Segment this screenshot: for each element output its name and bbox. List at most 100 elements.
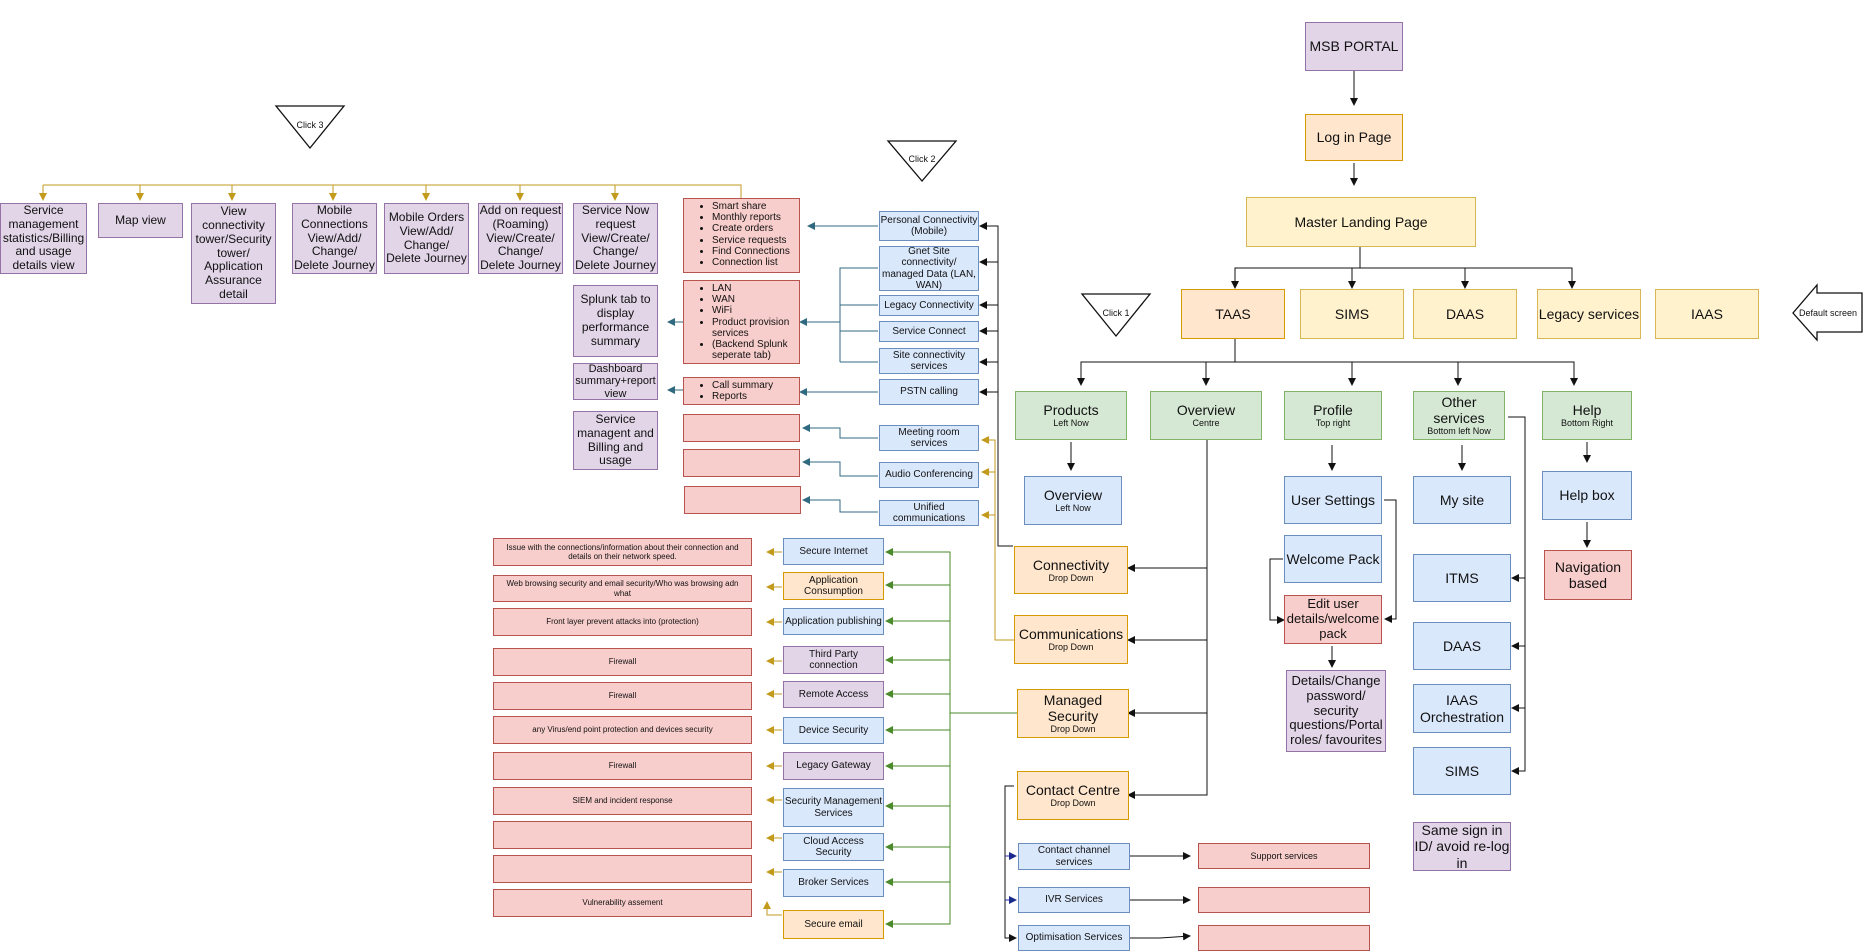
optimisation-detail-node[interactable] (1198, 925, 1370, 951)
personal-connectivity-node[interactable]: Personal Connectivity (Mobile) (879, 211, 979, 241)
security-service-node[interactable]: Third Party connection (783, 646, 884, 674)
click3-item-2[interactable]: Map view (98, 203, 183, 238)
support-services-node[interactable]: Support services (1198, 843, 1370, 869)
pstn-calling-node[interactable]: PSTN calling (879, 379, 979, 405)
optimisation-services-node[interactable]: Optimisation Services (1018, 925, 1130, 951)
security-service-node[interactable]: Application publishing (783, 608, 884, 635)
security-service-node[interactable]: Secure Internet (783, 538, 884, 565)
security-description-node[interactable]: Firewall (493, 752, 752, 780)
audio-conferencing-node[interactable]: Audio Conferencing (879, 462, 979, 488)
network-feature-item: WAN (712, 294, 799, 305)
ivr-services-node[interactable]: IVR Services (1018, 887, 1130, 913)
profile-node[interactable]: Profile Top right (1284, 391, 1382, 440)
details-change-node[interactable]: Details/Change password/ security questi… (1286, 670, 1386, 752)
navigation-based-node[interactable]: Navigation based (1544, 550, 1632, 600)
security-connectors (885, 548, 1017, 928)
gnet-site-node[interactable]: Gnet Site connectivity/ managed Data (LA… (879, 246, 979, 291)
contact-centre-connectors (1005, 852, 1017, 904)
service-connect-node[interactable]: Service Connect (879, 321, 979, 342)
iaas-top-node[interactable]: IAAS (1655, 289, 1759, 339)
unified-comm-detail[interactable] (684, 486, 801, 514)
click1-triangle (1080, 293, 1152, 338)
click3-item-7[interactable]: Service Now request View/Create/ Change/… (573, 203, 658, 274)
products-title: Products (1043, 402, 1099, 419)
click3-item-6[interactable]: Add on request (Roaming) View/Create/ Ch… (478, 203, 563, 274)
overview-centre-node[interactable]: Overview Centre (1150, 391, 1262, 440)
security-description-node[interactable]: Front layer prevent attacks into (protec… (493, 608, 752, 636)
security-service-node[interactable]: Broker Services (783, 869, 884, 897)
audio-conferencing-detail[interactable] (683, 449, 800, 477)
profile-sub: Top right (1315, 418, 1351, 429)
user-settings-node[interactable]: User Settings (1284, 476, 1382, 524)
click3-item-3[interactable]: View connectivity tower/Security tower/ … (191, 203, 276, 304)
my-site-node[interactable]: My site (1413, 476, 1511, 524)
msb-portal-node[interactable]: MSB PORTAL (1305, 22, 1403, 71)
iaas-orchestration-node[interactable]: IAAS Orchestration (1413, 684, 1511, 733)
contact-channel-node[interactable]: Contact channel services (1018, 843, 1130, 870)
meeting-room-detail[interactable] (683, 414, 800, 442)
help-box-node[interactable]: Help box (1542, 471, 1632, 520)
teal-connectors (667, 222, 878, 513)
sims-top-node[interactable]: SIMS (1300, 289, 1404, 339)
products-node[interactable]: Products Left Now (1015, 391, 1127, 440)
security-service-node[interactable]: Application Consumption (783, 572, 884, 600)
security-description-node[interactable] (493, 855, 752, 883)
click3-item-4[interactable]: Mobile Connections View/Add/ Change/ Del… (292, 203, 377, 274)
unified-communications-node[interactable]: Unified communications (879, 500, 979, 526)
overview-centre-sub: Centre (1192, 418, 1220, 429)
login-page-node[interactable]: Log in Page (1305, 114, 1403, 161)
products-sub: Left Now (1053, 418, 1089, 429)
security-service-node[interactable]: Security Management Services (783, 788, 884, 827)
communications-node[interactable]: Communications Drop Down (1014, 615, 1128, 664)
security-description-node[interactable] (493, 821, 752, 849)
dashboard-summary-node[interactable]: Dashboard summary+report view (573, 363, 658, 400)
connectivity-node[interactable]: Connectivity Drop Down (1014, 546, 1128, 594)
legacy-connectivity-node[interactable]: Legacy Connectivity (879, 295, 979, 316)
security-service-node[interactable]: Cloud Access Security (783, 833, 884, 861)
security-description-node[interactable]: Vulnerability assement (493, 889, 752, 917)
click1-label[interactable]: Click 1 (1102, 308, 1130, 318)
main-flow-connectors (979, 70, 1591, 942)
contact-centre-node[interactable]: Contact Centre Drop Down (1017, 771, 1129, 820)
security-description-node[interactable]: SIEM and incident response (493, 787, 752, 815)
help-node[interactable]: Help Bottom Right (1542, 391, 1632, 440)
click3-item-5[interactable]: Mobile Orders View/Add/ Change/ Delete J… (384, 203, 469, 274)
master-landing-page-node[interactable]: Master Landing Page (1246, 197, 1476, 247)
service-billing-usage-node[interactable]: Service managent and Billing and usage (573, 411, 658, 470)
click3-label[interactable]: Click 3 (296, 120, 324, 130)
connectivity-features-list: Smart shareMonthly reportsCreate ordersS… (683, 198, 800, 273)
network-features-list: LANWANWiFiProduct provision services(Bac… (683, 280, 800, 364)
connectivity-feature-item: Connection list (712, 257, 790, 268)
security-desc-connectors (763, 548, 782, 916)
ivr-detail-node[interactable] (1198, 887, 1370, 913)
daas-other-node[interactable]: DAAS (1413, 622, 1511, 670)
itms-node[interactable]: ITMS (1413, 554, 1511, 602)
click2-label[interactable]: Click 2 (908, 154, 936, 164)
welcome-pack-node[interactable]: Welcome Pack (1284, 535, 1382, 583)
security-service-node[interactable]: Device Security (783, 717, 884, 744)
security-service-node[interactable]: Secure email (783, 910, 884, 939)
click3-item-1[interactable]: Service management statistics/Billing an… (0, 203, 87, 274)
security-description-node[interactable]: Firewall (493, 648, 752, 676)
default-screen-label[interactable]: Default screen (1798, 308, 1858, 318)
other-services-node[interactable]: Other services Bottom left Now (1413, 391, 1505, 440)
meeting-room-node[interactable]: Meeting room services (879, 425, 979, 451)
overview-left-node[interactable]: Overview Left Now (1024, 476, 1122, 525)
legacy-services-node[interactable]: Legacy services (1537, 289, 1641, 339)
splunk-tab-node[interactable]: Splunk tab to display performance summar… (573, 285, 658, 357)
security-description-node[interactable]: any Virus/end point protection and devic… (493, 716, 752, 744)
security-description-node[interactable]: Issue with the connections/information a… (493, 538, 752, 566)
same-sign-in-node[interactable]: Same sign in ID/ avoid re-log in (1413, 822, 1511, 871)
security-description-node[interactable]: Web browsing security and email security… (493, 575, 752, 602)
security-description-node[interactable]: Firewall (493, 682, 752, 710)
edit-user-details-node[interactable]: Edit user details/welcome pack (1284, 595, 1382, 644)
managed-security-node[interactable]: Managed Security Drop Down (1017, 689, 1129, 738)
overview-left-title: Overview (1043, 487, 1103, 504)
security-service-node[interactable]: Remote Access (783, 681, 884, 708)
communications-sub: Drop Down (1048, 642, 1094, 653)
daas-top-node[interactable]: DAAS (1413, 289, 1517, 339)
security-service-node[interactable]: Legacy Gateway (783, 752, 884, 780)
site-connectivity-node[interactable]: Site connectivity services (879, 348, 979, 374)
taas-node[interactable]: TAAS (1181, 289, 1285, 339)
sims-other-node[interactable]: SIMS (1413, 747, 1511, 795)
